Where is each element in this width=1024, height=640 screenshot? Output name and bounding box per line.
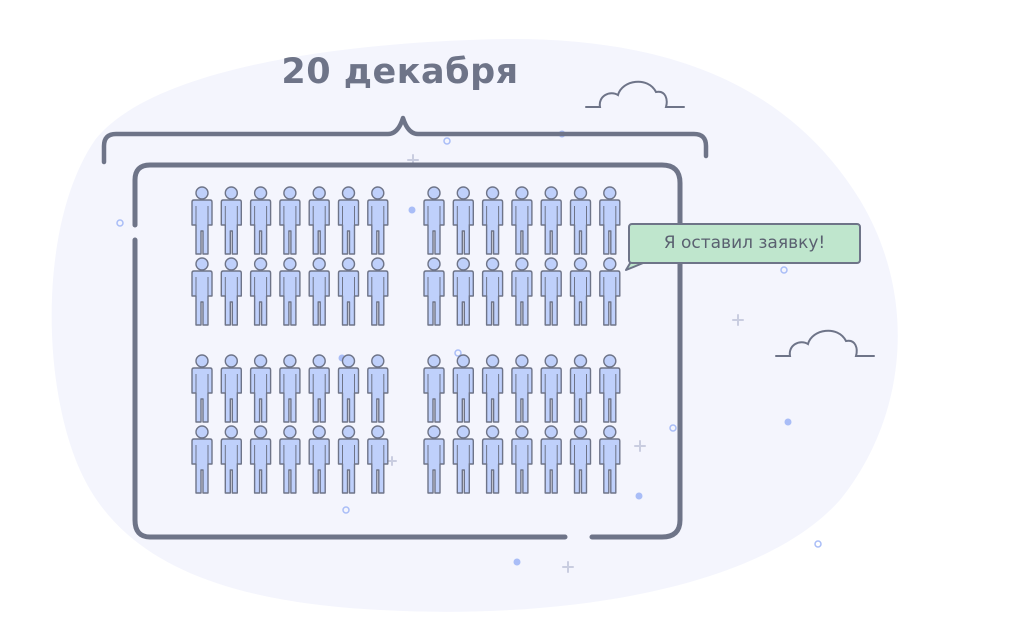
curly-brace xyxy=(101,115,709,165)
cloud-icon xyxy=(775,329,875,357)
cloud-icon xyxy=(585,80,685,108)
background-blob xyxy=(51,38,898,612)
frame xyxy=(132,162,683,540)
speech-bubble-icon: Я оставил заявку! xyxy=(628,223,861,264)
page-title: 20 декабря xyxy=(281,52,519,92)
